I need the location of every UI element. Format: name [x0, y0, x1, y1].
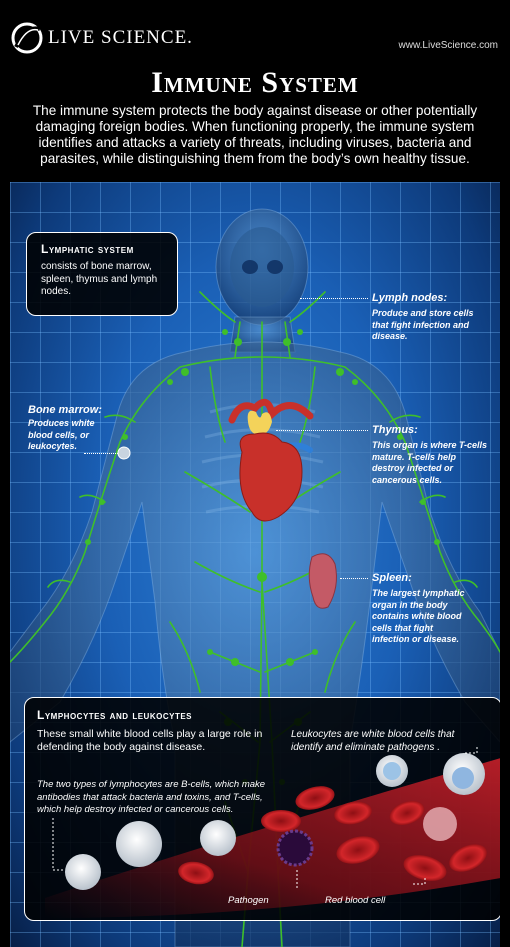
lymphatic-system-title: Lymphatic system	[41, 242, 134, 256]
lymphatic-system-body: consists of bone marrow, spleen, thymus …	[41, 261, 158, 297]
red-blood-cell-group	[178, 786, 487, 885]
thymus-label: Thymus:	[372, 424, 418, 436]
bone-marrow-marker	[117, 446, 131, 460]
site-url[interactable]: www.LiveScience.com	[398, 40, 498, 51]
human-body-illustration	[10, 208, 500, 947]
logo-text: LIVE SCIENCE.	[48, 27, 193, 48]
bone-marrow-desc: Produces white blood cells, or leukocyte…	[28, 418, 95, 451]
spleen-label: Spleen:	[372, 572, 412, 584]
bone-marrow-leader	[84, 453, 118, 454]
page-title: Immune System	[151, 66, 359, 99]
lymphocytes-leukocytes-title: Lymphocytes and leukocytes	[37, 708, 193, 722]
thymus-organ	[247, 410, 272, 435]
heart-organ	[239, 432, 303, 522]
blood-cells-illustration	[45, 746, 500, 918]
lymphatic-system-box: Lymphatic system consists of bone marrow…	[26, 232, 178, 316]
lymph-nodes-leader	[300, 298, 368, 299]
pathogen-label: Pathogen	[228, 895, 269, 906]
live-science-logo[interactable]: LIVE SCIENCE.	[10, 18, 193, 58]
thymus-desc: This organ is where T-cells mature. T-ce…	[372, 440, 488, 485]
bone-marrow-label: Bone marrow:	[28, 404, 102, 416]
lymph-nodes-label: Lymph nodes:	[372, 292, 448, 304]
red-blood-cell-label: Red blood cell	[325, 895, 386, 906]
thymus-leader	[276, 430, 368, 431]
logo-swirl-icon	[11, 22, 43, 54]
lymphocyte-types-desc: The two types of lymphocytes are B-cells…	[37, 779, 266, 815]
lymph-nodes-desc: Produce and store cells that fight infec…	[372, 308, 474, 341]
header: LIVE SCIENCE. www.LiveScience.com Immune…	[0, 0, 510, 182]
lymphocytes-leukocytes-box: Lymphocytes and leukocytes These small w…	[24, 697, 500, 921]
spleen-desc: The largest lymphatic organ in the body …	[372, 588, 465, 644]
white-blood-cell-group	[65, 753, 485, 890]
spleen-organ	[308, 553, 337, 609]
intro-paragraph: The immune system protects the body agai…	[32, 103, 478, 166]
lymphocytes-intro: These small white blood cells play a lar…	[37, 728, 263, 753]
spleen-leader	[340, 578, 368, 579]
body-illustration-panel: Lymphatic system consists of bone marrow…	[10, 182, 500, 947]
leukocytes-desc: Leukocytes are white blood cells that id…	[291, 729, 455, 753]
pathogen-cell	[276, 829, 314, 867]
